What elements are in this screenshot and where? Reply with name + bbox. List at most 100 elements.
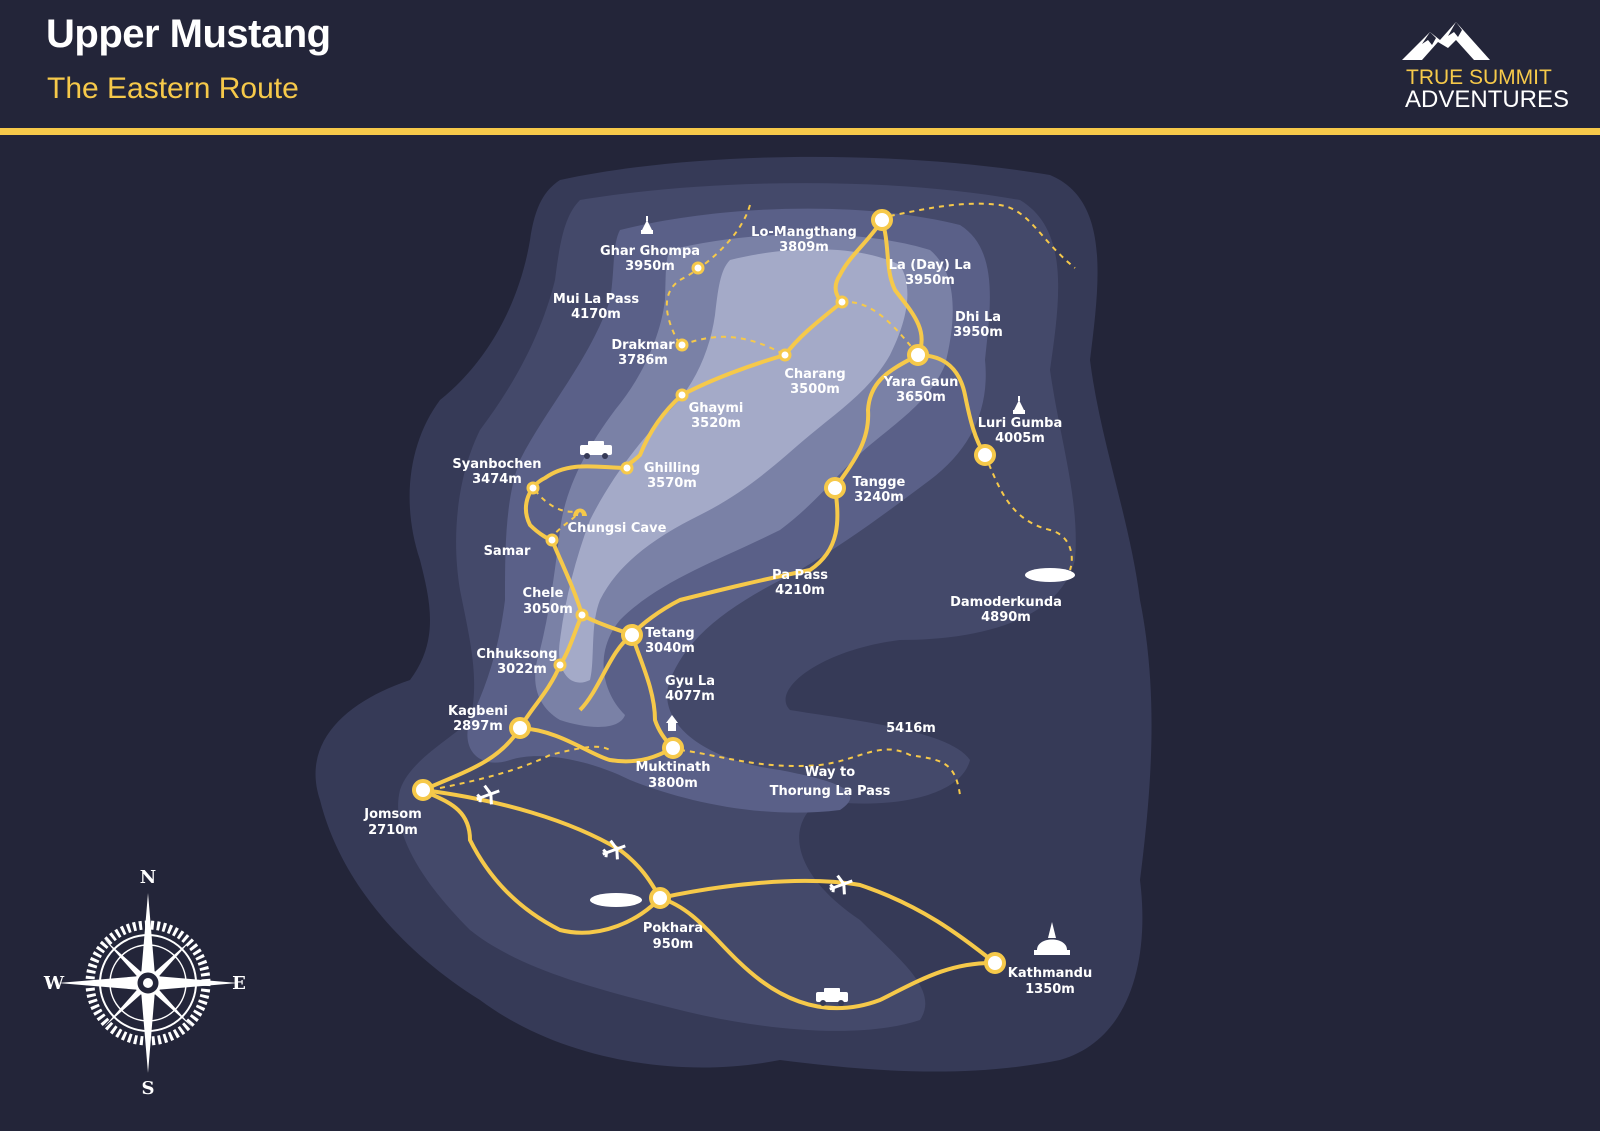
stop-chele[interactable] — [575, 608, 589, 622]
map-icons — [476, 216, 1075, 1006]
place-elevation: 4890m — [981, 610, 1031, 625]
trail-mui-la — [665, 204, 751, 346]
airplane-icon — [602, 839, 626, 860]
stop-yara-gaun[interactable] — [907, 344, 929, 366]
stop-muktinath[interactable] — [662, 737, 684, 759]
place-name: Chhuksong — [476, 647, 557, 662]
place-name: La (Day) La — [889, 258, 972, 273]
place-name: Ghaymi — [689, 401, 744, 416]
place-elevation: 4170m — [571, 307, 621, 322]
place-name: Dhi La — [955, 310, 1001, 325]
thorung-label-line2: Thorung La Pass — [770, 784, 891, 799]
thorung-label-line1: Way to — [805, 765, 855, 780]
trail-thorung — [679, 748, 961, 796]
terrain — [315, 156, 1152, 1072]
place-elevation: 3240m — [854, 490, 904, 505]
trail-jomsom-muktinath — [439, 745, 611, 789]
place-elevation: 3500m — [790, 382, 840, 397]
route-stops — [412, 209, 1006, 974]
place-name: Damoderkunda — [950, 595, 1062, 610]
place-elevation: 3022m — [497, 662, 547, 677]
stop-drakmar[interactable] — [675, 338, 689, 352]
place-name: Luri Gumba — [978, 416, 1062, 431]
place-elevation: 3040m — [645, 641, 695, 656]
place-name: Kagbeni — [448, 704, 508, 719]
stop-tangge[interactable] — [824, 477, 846, 499]
place-elevation: 3950m — [953, 325, 1003, 340]
place-elevation: 3950m — [905, 273, 955, 288]
place-elevation: 3520m — [691, 416, 741, 431]
stop-chhuksong[interactable] — [553, 658, 567, 672]
stop-ghar-ghompa[interactable] — [691, 261, 705, 275]
stop-tetang[interactable] — [621, 624, 643, 646]
place-labels: Lo-Mangthang 3809m Ghar Ghompa 3950m La … — [363, 225, 1092, 997]
stop-pokhara[interactable] — [649, 887, 671, 909]
stop-kathmandu[interactable] — [984, 952, 1006, 974]
place-elevation: 1350m — [1025, 982, 1075, 997]
trail-mangthang-fork — [841, 300, 919, 356]
route-jomsom-pokhara-road — [421, 788, 662, 935]
place-name: Gyu La — [665, 674, 715, 689]
lake-icon — [1025, 568, 1075, 582]
place-name: Muktinath — [635, 760, 710, 775]
place-elevation: 3650m — [896, 390, 946, 405]
place-name: Kathmandu — [1008, 966, 1092, 981]
stop-kagbeni[interactable] — [509, 717, 531, 739]
brand-logo: TRUE SUMMIT ADVENTURES — [1392, 18, 1569, 118]
place-name: Charang — [784, 367, 845, 382]
route-pokhara-kathmandu-flight — [659, 878, 997, 965]
place-elevation: 2897m — [453, 719, 503, 734]
place-elevation: 3786m — [618, 353, 668, 368]
peak-elevation-label: 5416m — [886, 721, 936, 736]
compass-rose-icon: N S E W — [43, 867, 246, 1099]
place-elevation: 3570m — [647, 476, 697, 491]
stop-ghilling[interactable] — [620, 461, 634, 475]
trail-lo-mangthang-northeast — [879, 202, 1076, 269]
stop-samar[interactable] — [545, 533, 559, 547]
route-kagbeni-jomsom — [422, 726, 522, 792]
place-elevation: 3809m — [779, 240, 829, 255]
cave-icon — [573, 508, 587, 516]
route-east-loop — [630, 353, 987, 637]
brand-line-2: ADVENTURES — [1405, 86, 1570, 113]
mountain-icon — [1402, 22, 1490, 60]
stop-lo-mangthang[interactable] — [871, 209, 893, 231]
place-name: Ghar Ghompa — [600, 244, 700, 259]
place-name: Ghilling — [644, 461, 700, 476]
place-name: Yara Gaun — [883, 375, 959, 390]
stop-ghaymi[interactable] — [675, 388, 689, 402]
place-elevation: 3050m — [523, 602, 573, 617]
stop-charang[interactable] — [778, 348, 792, 362]
place-name: Samar — [484, 544, 531, 559]
stop-luri-gumba[interactable] — [974, 444, 996, 466]
jeep-icon — [580, 441, 612, 459]
stupa-icon — [641, 216, 653, 234]
temple-icon — [666, 715, 678, 731]
stop-jomsom[interactable] — [412, 779, 434, 801]
place-name: Chungsi Cave — [568, 521, 667, 536]
stupa-icon — [1034, 922, 1070, 955]
stop-syanbochen[interactable] — [526, 481, 540, 495]
place-elevation: 4077m — [665, 689, 715, 704]
compass-north: N — [140, 867, 156, 888]
trail-drakmar-charang — [681, 335, 786, 356]
airplane-icon — [476, 784, 500, 805]
stop-mangthang-fork[interactable] — [835, 295, 849, 309]
place-elevation: 3950m — [625, 259, 675, 274]
place-name: Tangge — [853, 475, 906, 490]
lake-icon — [590, 893, 642, 907]
place-elevation: 4210m — [775, 583, 825, 598]
place-elevation: 3800m — [648, 776, 698, 791]
place-name: Pa Pass — [772, 568, 828, 583]
route-north-mangthang — [880, 219, 924, 356]
place-name: Drakmar — [611, 338, 675, 353]
place-name: Jomsom — [363, 807, 422, 822]
jeep-icon — [816, 988, 848, 1006]
place-name: Tetang — [645, 626, 695, 641]
header-divider — [0, 128, 1600, 135]
terrain-core — [559, 249, 908, 683]
place-name: Lo-Mangthang — [751, 225, 857, 240]
place-elevation: 4005m — [995, 431, 1045, 446]
stupa-icon — [1013, 396, 1025, 414]
